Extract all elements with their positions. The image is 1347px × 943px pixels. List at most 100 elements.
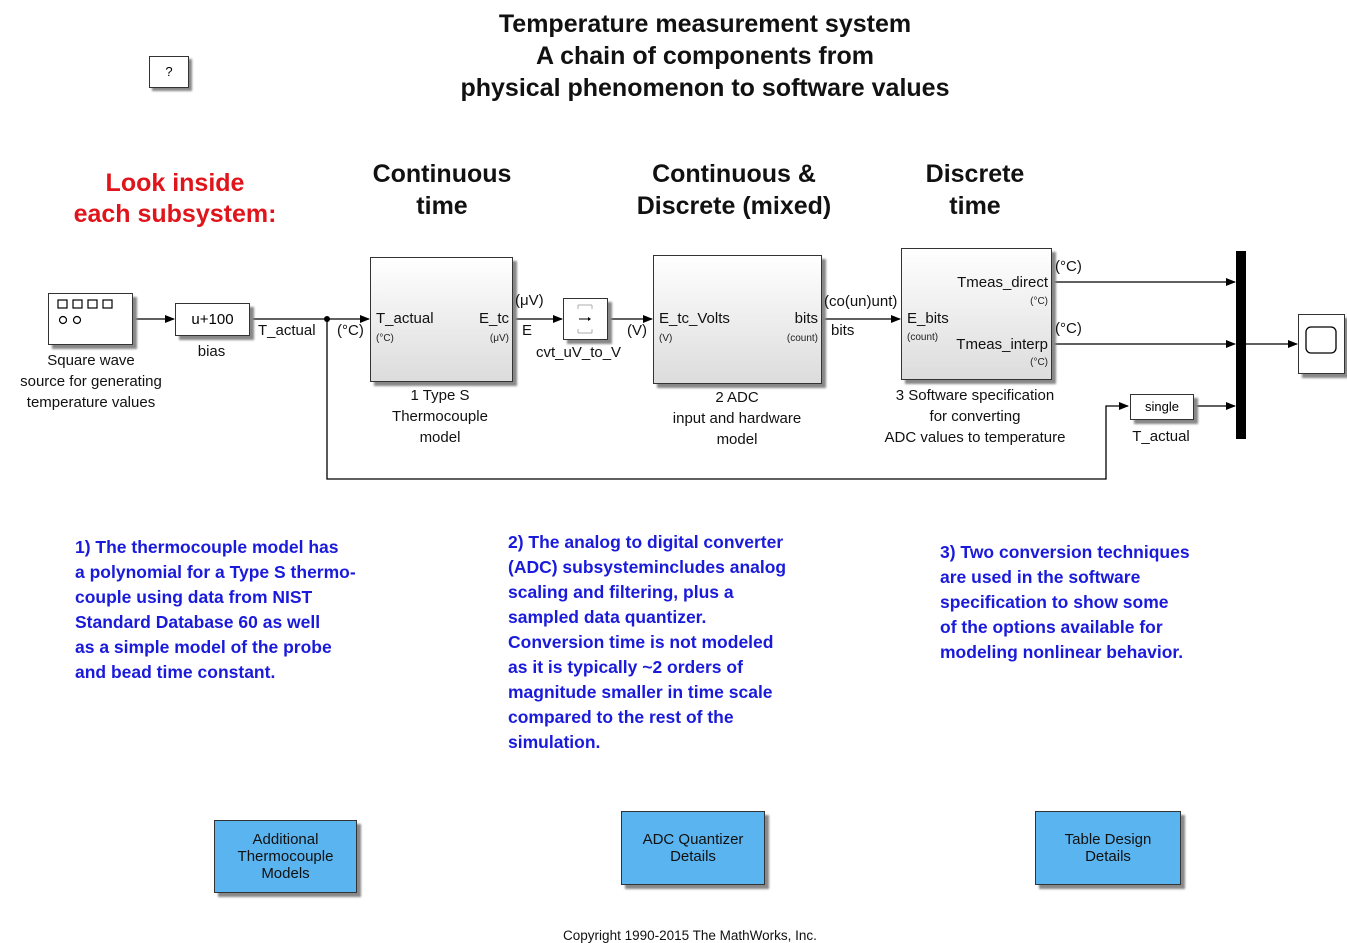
wire-tactual-branch: [326, 319, 1129, 480]
cvt-uv-to-v-block[interactable]: [563, 298, 608, 340]
software-out1-unit: (°C): [1030, 296, 1048, 307]
section-mixed-line-1: Continuous &: [652, 160, 816, 188]
adc-caption-line-3: model: [716, 431, 758, 448]
thermo-caption-line-3: model: [419, 429, 461, 446]
software-caption: 3 Software specification for converting …: [855, 385, 1095, 448]
branch-point: [324, 316, 330, 322]
note2-line-2: (ADC) subsystemincludes analog: [508, 557, 787, 577]
additional-button-line-3: Models: [261, 865, 310, 882]
adc-quantizer-button-line-1: ADC Quantizer: [642, 831, 744, 848]
software-spec-subsystem[interactable]: Tmeas_direct (°C) E_bits (count) Tmeas_i…: [901, 248, 1052, 380]
adc-out-unit: (count): [786, 333, 818, 344]
note3-line-2: are used in the software: [940, 567, 1141, 587]
software-caption-line-1: 3 Software specification: [895, 387, 1055, 404]
note2-line-7: magnitude smaller in time scale: [508, 682, 773, 702]
look-inside-heading: Look inside each subsystem:: [40, 168, 310, 230]
adc-in-port: E_tc_Volts: [659, 310, 730, 327]
note1-line-2: a polynomial for a Type S thermo-: [75, 562, 356, 582]
note-software: 3) Two conversion techniques are used in…: [940, 540, 1190, 665]
note2-line-4: sampled data quantizer.: [508, 607, 707, 627]
signal-unit-v: (V): [627, 322, 647, 339]
adc-caption-line-1: 2 ADC: [715, 389, 759, 406]
software-caption-line-2: for converting: [929, 408, 1021, 425]
thermo-out-unit: (μV): [489, 333, 509, 344]
note3-line-3: specification to show some: [940, 592, 1169, 612]
single-conversion-block[interactable]: single: [1130, 394, 1194, 420]
source-caption-line-2: source for generating: [20, 373, 162, 390]
note3-line-4: of the options available for: [940, 617, 1163, 637]
note1-line-3: couple using data from NIST: [75, 587, 313, 607]
section-discrete: Discrete time: [885, 158, 1065, 222]
title-line-2: A chain of components from: [536, 42, 874, 70]
signal-unit-c-out1: (°C): [1055, 258, 1082, 275]
unit-conversion-icon: [577, 304, 593, 334]
copyright-text: Copyright 1990-2015 The MathWorks, Inc.: [563, 928, 817, 943]
source-caption: Square wave source for generating temper…: [0, 350, 182, 413]
software-in-unit: (count): [907, 332, 939, 343]
signal-unit-uv: (μV): [515, 292, 544, 309]
section-continuous: Continuous time: [342, 158, 542, 222]
note-adc: 2) The analog to digital converter (ADC)…: [508, 530, 786, 755]
table-design-details-button[interactable]: Table Design Details: [1035, 811, 1181, 885]
square-wave-source-block[interactable]: [48, 293, 133, 345]
table-design-button-line-1: Table Design: [1064, 831, 1152, 848]
adc-in-unit: (V): [659, 333, 673, 344]
thermo-caption-line-1: 1 Type S: [410, 387, 470, 404]
note3-line-5: modeling nonlinear behavior.: [940, 642, 1184, 662]
source-caption-line-1: Square wave: [47, 352, 135, 369]
signal-label-e: E: [522, 322, 533, 339]
bias-caption: bias: [197, 343, 226, 360]
mux-block[interactable]: [1236, 251, 1246, 439]
adc-out-port: bits: [794, 310, 818, 327]
source-caption-line-3: temperature values: [26, 394, 156, 411]
section-continuous-line-2: time: [416, 192, 468, 220]
note1-line-5: as a simple model of the probe: [75, 637, 332, 657]
adc-caption-line-2: input and hardware: [672, 410, 802, 427]
software-caption-line-3: ADC values to temperature: [884, 429, 1066, 446]
note2-line-5: Conversion time is not modeled: [508, 632, 774, 652]
thermo-in-unit: (°C): [376, 333, 394, 344]
note2-line-6: as it is typically ~2 orders of: [508, 657, 743, 677]
bias-block[interactable]: u+100: [175, 303, 250, 336]
look-inside-line-2: each subsystem:: [73, 200, 277, 228]
single-caption: T_actual: [1132, 428, 1190, 445]
help-button[interactable]: ?: [149, 56, 189, 88]
note1-line-4: Standard Database 60 as well: [75, 612, 321, 632]
diagram-title: Temperature measurement system A chain o…: [330, 8, 1080, 104]
signal-builder-icon: [57, 299, 113, 325]
title-line-1: Temperature measurement system: [498, 10, 912, 38]
additional-thermocouple-models-button[interactable]: Additional Thermocouple Models: [214, 820, 357, 893]
additional-button-line-1: Additional: [252, 831, 319, 848]
signal-unit-c-out2: (°C): [1055, 320, 1082, 337]
note3-line-1: 3) Two conversion techniques: [940, 542, 1190, 562]
thermocouple-subsystem[interactable]: T_actual (°C) E_tc (μV): [370, 257, 513, 382]
additional-button-line-2: Thermocouple: [237, 848, 334, 865]
note2-line-9: simulation.: [508, 732, 601, 752]
adc-caption: 2 ADC input and hardware model: [637, 387, 837, 450]
software-out2-unit: (°C): [1030, 357, 1048, 368]
section-mixed-line-2: Discrete (mixed): [636, 192, 832, 220]
section-mixed: Continuous & Discrete (mixed): [614, 158, 854, 222]
adc-quantizer-button-line-2: Details: [670, 848, 716, 865]
signal-label-t-actual: T_actual: [258, 322, 316, 339]
scope-icon: [1305, 326, 1337, 354]
signal-unit-celsius-in: (°C): [337, 322, 364, 339]
look-inside-line-1: Look inside: [105, 169, 245, 197]
note2-line-3: scaling and filtering, plus a: [508, 582, 734, 602]
note2-line-1: 2) The analog to digital converter: [508, 532, 784, 552]
table-design-button-line-2: Details: [1085, 848, 1131, 865]
thermo-in-port: T_actual: [376, 310, 434, 327]
adc-subsystem[interactable]: E_tc_Volts (V) bits (count): [653, 255, 822, 384]
software-out1-port: Tmeas_direct: [957, 274, 1048, 291]
note1-line-1: 1) The thermocouple model has: [75, 537, 339, 557]
cvt-caption: cvt_uV_to_V: [536, 344, 622, 361]
thermocouple-caption: 1 Type S Thermocouple model: [350, 385, 530, 448]
scope-block[interactable]: [1298, 314, 1345, 374]
note-thermocouple: 1) The thermocouple model has a polynomi…: [75, 535, 356, 685]
software-out2-port: Tmeas_interp: [956, 336, 1048, 353]
adc-quantizer-details-button[interactable]: ADC Quantizer Details: [621, 811, 765, 885]
title-line-3: physical phenomenon to software values: [460, 74, 950, 102]
section-continuous-line-1: Continuous: [372, 160, 512, 188]
